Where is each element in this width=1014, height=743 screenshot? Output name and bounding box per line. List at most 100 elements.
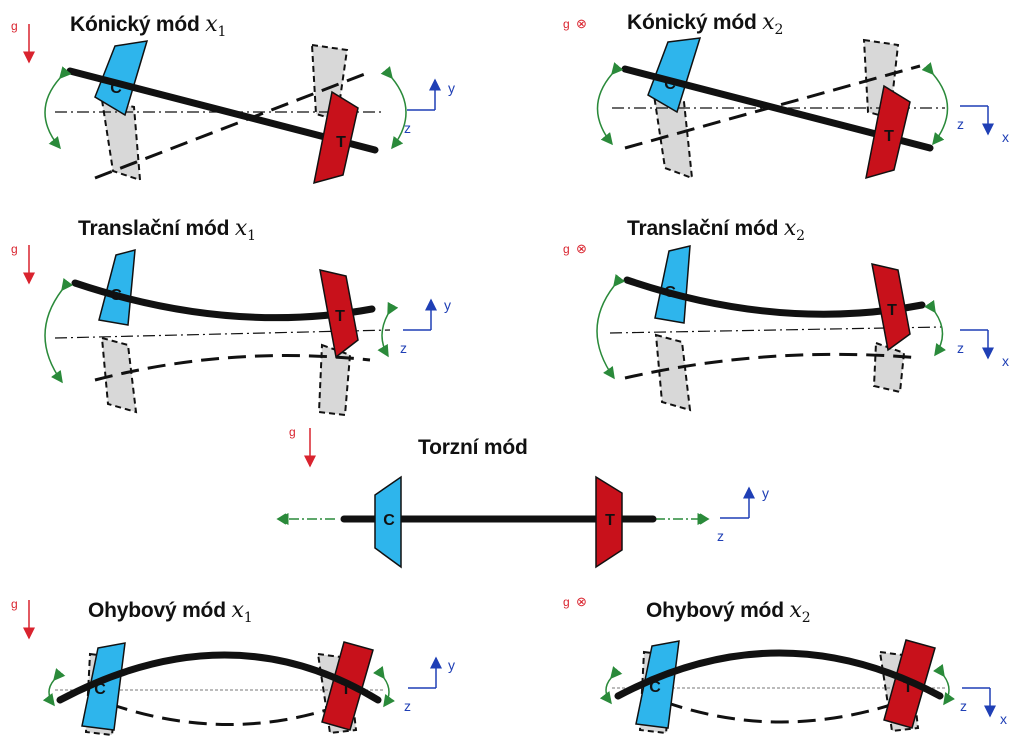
- rotation-arrow-left: [42, 668, 66, 707]
- panel-translation-x2: C T g ⊗ x z: [563, 241, 1009, 412]
- title-conical-x1: Kónický mód x1: [70, 12, 226, 40]
- into-page-symbol: ⊗: [576, 16, 587, 31]
- coordinate-axes: x z: [960, 687, 1007, 727]
- compressor-disk: [654, 245, 691, 324]
- rotation-arrow-right: [373, 665, 395, 708]
- axis-x-label: x: [1002, 353, 1009, 369]
- title-variable: x: [789, 598, 802, 623]
- rotation-arrow-left: [596, 62, 624, 146]
- compressor-label: C: [664, 76, 676, 93]
- title-variable: x: [231, 598, 244, 623]
- compressor-label: C: [383, 512, 395, 529]
- gravity-label: g: [289, 425, 296, 439]
- turbine-label: T: [884, 128, 894, 145]
- rotation-arrow-left: [596, 274, 626, 380]
- title-translation-x2: Translační mód x2: [627, 216, 805, 244]
- shaft-deflected-dashed: [109, 702, 346, 726]
- turbine-label: T: [335, 308, 345, 325]
- compressor-ghost: [100, 336, 138, 414]
- title-subscript: 1: [247, 228, 256, 245]
- rotation-arrow-right: [924, 299, 946, 357]
- torque-arrowhead-right: [699, 513, 710, 525]
- title-variable: x: [234, 216, 248, 241]
- turbine-disk: [595, 475, 623, 569]
- title-text: Kónický mód: [70, 13, 200, 36]
- panel-bending-x2: C T g ⊗ x z: [563, 594, 1007, 735]
- rotation-arrow-right: [921, 62, 949, 146]
- turbine-label: T: [887, 302, 897, 319]
- title-translation-x1: Translační mód x1: [78, 216, 256, 244]
- shaft-deflected-dashed: [94, 354, 371, 382]
- panel-conical-x1: C T g y z: [11, 19, 455, 185]
- axis-z-label: z: [404, 698, 411, 714]
- title-subscript: 2: [801, 610, 811, 627]
- into-page-symbol: ⊗: [576, 241, 587, 256]
- coordinate-axes: y z: [400, 297, 451, 356]
- shaft-deflected-dashed: [624, 64, 921, 150]
- axis-y-label: y: [444, 297, 451, 313]
- turbine-disk: [871, 263, 911, 352]
- title-subscript: 1: [217, 24, 227, 41]
- gravity-label: g: [563, 595, 570, 609]
- shaft-deflected-dashed: [624, 352, 921, 380]
- axis-y-label: y: [448, 80, 455, 96]
- title-bending-x1: Ohybový mód x1: [88, 598, 253, 627]
- turbine-label: T: [336, 134, 346, 151]
- compressor-disk: [635, 640, 680, 729]
- shaft-centerline: [54, 329, 391, 339]
- panel-conical-x2: C T g ⊗ x z: [563, 16, 1009, 180]
- axis-z-label: z: [960, 698, 967, 714]
- axis-z-label: z: [957, 340, 964, 356]
- rotation-arrow-left: [599, 666, 623, 705]
- axis-z-label: z: [404, 120, 411, 136]
- coordinate-axes: x z: [957, 105, 1009, 145]
- turbine-label: T: [341, 681, 351, 698]
- rotation-arrow-left: [44, 66, 72, 150]
- compressor-label: C: [664, 284, 676, 301]
- into-page-symbol: ⊗: [576, 594, 587, 609]
- gravity-label: g: [563, 242, 570, 256]
- coordinate-axes: y z: [404, 656, 455, 714]
- rotation-arrow-right: [377, 301, 399, 358]
- title-bending-x2: Ohybový mód x2: [646, 598, 811, 627]
- axis-z-label: z: [957, 116, 964, 132]
- gravity-label: g: [11, 597, 18, 611]
- shaft-deflected-dashed: [664, 700, 901, 724]
- title-subscript: 2: [774, 22, 784, 39]
- gravity-label: g: [563, 17, 570, 31]
- turbine-disk: [319, 269, 359, 359]
- compressor-label: C: [94, 681, 106, 698]
- title-conical-x2: Kónický mód x2: [627, 10, 783, 38]
- compressor-label: C: [110, 80, 122, 97]
- title-text: Ohybový mód: [88, 599, 226, 622]
- title-text: Kónický mód: [627, 11, 757, 34]
- shaft-centerline: [609, 326, 943, 334]
- panel-bending-x1: C T g y z: [11, 597, 455, 737]
- rotation-arrow-right: [380, 66, 407, 150]
- turbine-ghost: [872, 341, 906, 394]
- title-text: Torzní mód: [418, 436, 528, 459]
- title-text: Translační mód: [627, 217, 779, 240]
- gravity-label: g: [11, 242, 18, 256]
- compressor-ghost: [654, 333, 692, 412]
- gravity-label: g: [11, 19, 18, 33]
- axis-x-label: x: [1002, 129, 1009, 145]
- coordinate-axes: y z: [717, 485, 769, 544]
- panel-torsion: g C T y z: [276, 425, 769, 569]
- title-variable: x: [762, 10, 775, 35]
- title-text: Ohybový mód: [646, 599, 784, 622]
- panel-translation-x1: C T g y z: [11, 242, 451, 417]
- title-subscript: 1: [243, 610, 253, 627]
- axis-y-label: y: [448, 657, 455, 673]
- rotation-arrow-right: [933, 663, 955, 706]
- torque-arrowhead-left: [276, 513, 287, 525]
- turbine-ghost: [317, 343, 352, 417]
- coordinate-axes: x z: [957, 329, 1009, 369]
- rotation-arrow-left: [44, 278, 74, 384]
- compressor-label: C: [110, 287, 122, 304]
- turbine-disk: [313, 90, 359, 185]
- coordinate-axes: y z: [404, 78, 455, 136]
- turbine-label: T: [903, 679, 913, 696]
- shaft-deflected: [56, 651, 382, 704]
